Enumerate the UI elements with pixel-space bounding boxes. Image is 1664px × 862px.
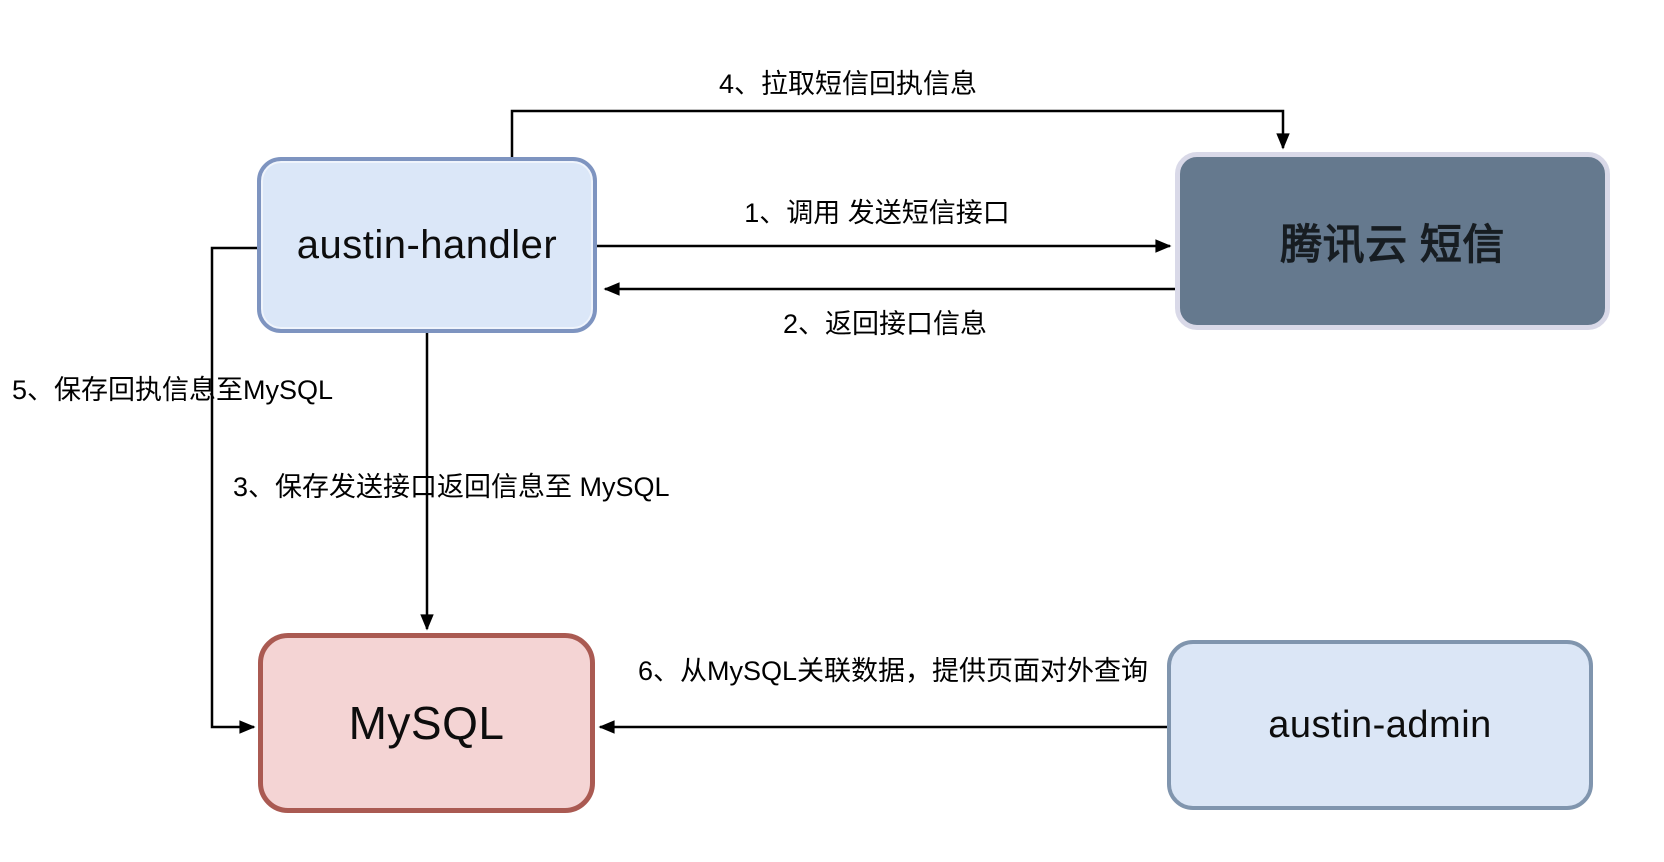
node-austin-handler: austin-handler: [257, 157, 597, 333]
arrow-4-pull-receipt: [510, 109, 1283, 157]
node-austin-handler-label: austin-handler: [296, 222, 558, 267]
edge-label-return-api-info: 2、返回接口信息: [782, 309, 988, 339]
node-tencent-cloud-sms-label: 腾讯云 短信: [1280, 220, 1505, 268]
edge-label-save-receipt: 5、保存回执信息至MySQL: [12, 375, 334, 405]
edge-label-pull-receipt: 4、拉取短信回执信息: [718, 69, 978, 99]
node-tencent-cloud-sms: 腾讯云 短信: [1175, 152, 1610, 330]
node-mysql: MySQL: [258, 633, 595, 813]
edge-label-save-send-result: 3、保存发送接口返回信息至 MySQL: [233, 472, 670, 502]
node-mysql-label: MySQL: [348, 697, 505, 749]
edge-label-admin-query: 6、从MySQL关联数据，提供页面对外查询: [637, 656, 1149, 686]
arrow-5-save-receipt: [210, 246, 257, 727]
edge-label-call-send-sms: 1、调用 发送短信接口: [744, 198, 1010, 228]
node-austin-admin-label: austin-admin: [1268, 703, 1492, 746]
node-austin-admin: austin-admin: [1167, 640, 1593, 810]
